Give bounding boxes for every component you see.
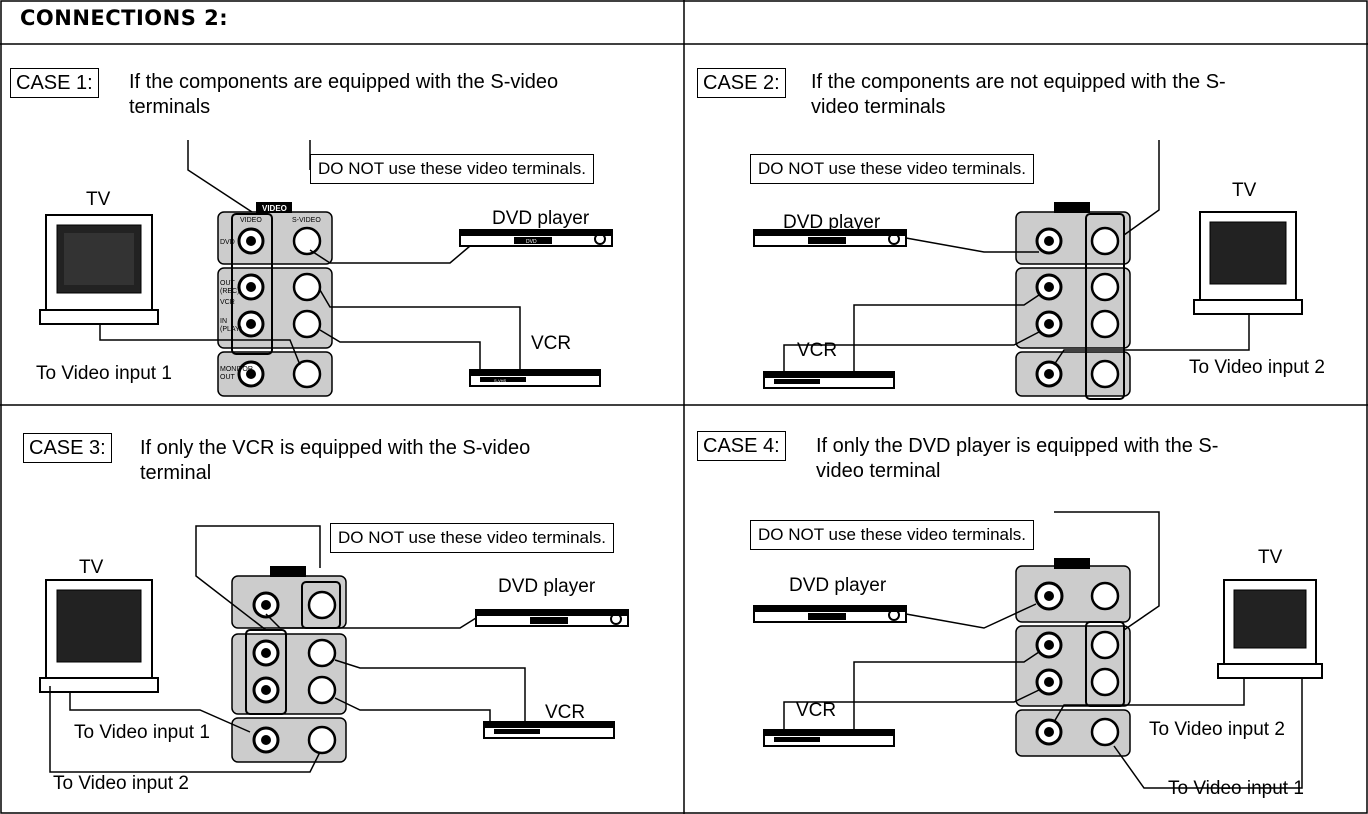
row-rec-label: (REC) <box>220 288 239 295</box>
case-4-desc-line2: video terminal <box>816 460 941 482</box>
dvd-player-icon <box>753 229 907 247</box>
case-3-cables <box>49 525 526 773</box>
dvd-player-icon <box>753 605 907 623</box>
case-1-tag: CASE 1: <box>10 68 99 98</box>
case-2-desc-line2: video terminals <box>811 96 946 118</box>
tv-icon <box>1217 579 1323 679</box>
case-3-wiring-diagram <box>39 525 629 773</box>
case-2-description: If the components are not equipped with … <box>811 70 1226 120</box>
case-3-input-a: To Video input 1 <box>74 722 210 743</box>
case-2-tag: CASE 2: <box>697 68 786 98</box>
row-monitor-out-label: OUT <box>220 374 236 381</box>
case-3-desc-line2: terminal <box>140 462 212 484</box>
case-4-description: If only the DVD player is equipped with … <box>816 434 1218 484</box>
case-4-desc-line1: If only the DVD player is equipped with … <box>816 435 1219 457</box>
row-vcr-label: VCR <box>220 299 235 306</box>
tv-label: TV <box>1258 547 1283 568</box>
vcr-label: VCR <box>545 702 586 723</box>
vcr-label: VCR <box>796 700 837 721</box>
vcr-icon <box>483 721 615 739</box>
vcr-icon: S-VHS <box>469 369 601 387</box>
tv-label: TV <box>79 557 104 578</box>
case-3-description: If only the VCR is equipped with the S-v… <box>140 436 530 486</box>
case-4-input-a: To Video input 2 <box>1149 719 1285 740</box>
case-2-cables <box>783 140 1250 372</box>
dvd-player-label: DVD player <box>492 208 590 229</box>
dvd-player-label: DVD player <box>789 575 887 596</box>
case-1-input-a: To Video input 1 <box>36 363 172 384</box>
case-3-tag: CASE 3: <box>23 433 112 463</box>
receiver-panel <box>1015 558 1131 757</box>
do-not-use-note: DO NOT use these video terminals. <box>750 154 1035 184</box>
vcr-front-label: S-VHS <box>494 378 507 383</box>
dvd-player-icon: DVD <box>459 229 613 247</box>
case-1-desc-line2: terminals <box>129 96 211 118</box>
dvd-front-label: DVD <box>526 239 537 245</box>
dvd-player-label: DVD player <box>783 212 881 233</box>
do-not-use-note: DO NOT use these video terminals. <box>750 520 1035 550</box>
tv-icon <box>39 214 159 325</box>
row-play-label: (PLAY) <box>220 326 242 333</box>
vcr-label: VCR <box>797 340 838 361</box>
case-1-description: If the components are equipped with the … <box>129 70 558 120</box>
receiver-terminal-labels: VIDEO VIDEO S-VIDEO DVD OUT (REC) VCR IN… <box>220 204 321 381</box>
receiver-panel <box>231 566 347 763</box>
svideo-column-label: S-VIDEO <box>292 217 321 224</box>
case-1-desc-line1: If the components are equipped with the … <box>129 71 559 93</box>
do-not-use-note: DO NOT use these video terminals. <box>310 154 595 184</box>
row-monitor-label: MONITOR <box>220 366 253 373</box>
case-1-wiring-diagram: VIDEO VIDEO S-VIDEO DVD OUT (REC) VCR IN… <box>39 140 613 397</box>
case-4-input-b: To Video input 1 <box>1168 778 1304 799</box>
video-header-label: VIDEO <box>262 204 287 213</box>
row-dvd-label: DVD <box>220 239 235 246</box>
tv-icon <box>39 579 159 693</box>
case-4-cables <box>783 511 1303 789</box>
vcr-icon <box>763 371 895 389</box>
vcr-label: VCR <box>531 333 572 354</box>
receiver-panel <box>1015 202 1131 400</box>
dvd-player-icon <box>475 609 629 627</box>
video-column-label: VIDEO <box>240 217 262 224</box>
tv-label: TV <box>1232 180 1257 201</box>
row-out-label: OUT <box>220 280 236 287</box>
vcr-icon <box>763 729 895 747</box>
case-3-desc-line1: If only the VCR is equipped with the S-v… <box>140 437 531 459</box>
case-2-desc-line1: If the components are not equipped with … <box>811 71 1226 93</box>
case-4-wiring-diagram <box>753 511 1323 789</box>
dvd-player-label: DVD player <box>498 576 596 597</box>
receiver-panel <box>217 202 333 397</box>
case-4-tag: CASE 4: <box>697 431 786 461</box>
tv-icon <box>1193 211 1303 315</box>
tv-label: TV <box>86 189 111 210</box>
row-in-label: IN <box>220 318 227 325</box>
case-2-input-a: To Video input 2 <box>1189 357 1325 378</box>
do-not-use-note: DO NOT use these video terminals. <box>330 523 615 553</box>
case-1-cables <box>99 140 521 370</box>
case-2-wiring-diagram <box>753 140 1303 400</box>
case-3-input-b: To Video input 2 <box>53 773 189 794</box>
page-title: CONNECTIONS 2: <box>20 6 229 30</box>
